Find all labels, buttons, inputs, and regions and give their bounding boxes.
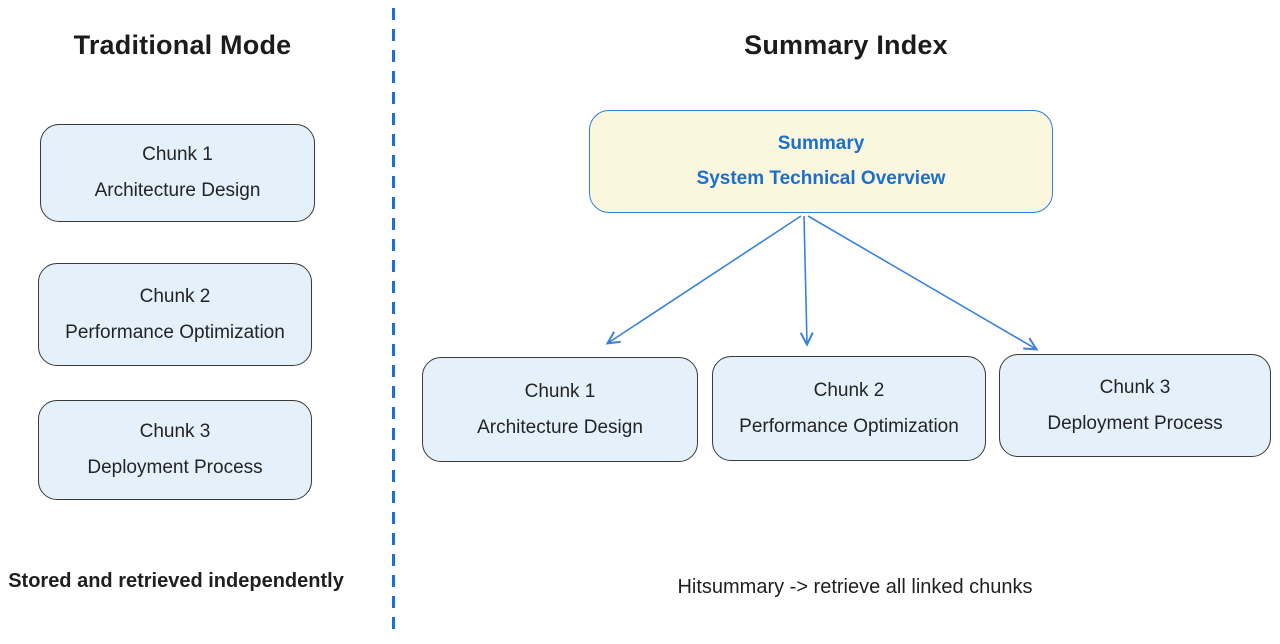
traditional-mode-title: Traditional Mode xyxy=(73,30,292,60)
chunk-title: Chunk 2 xyxy=(139,285,211,307)
chunk-title: Chunk 2 xyxy=(813,379,885,401)
summary-chunk-2-box: Chunk 2 Performance Optimization xyxy=(712,356,986,461)
chunk-subtitle: Deployment Process xyxy=(1047,412,1223,434)
summary-node-title: Summary xyxy=(777,133,865,154)
arrow-to-chunk-1 xyxy=(608,215,802,343)
summary-node-subtitle: System Technical Overview xyxy=(696,168,946,189)
traditional-chunk-2-box: Chunk 2 Performance Optimization xyxy=(38,263,312,366)
summary-node-box: Summary System Technical Overview xyxy=(589,110,1053,213)
chunk-title: Chunk 3 xyxy=(139,421,211,442)
arrow-to-chunk-3 xyxy=(807,215,1036,349)
traditional-mode-caption: Stored and retrieved independently xyxy=(8,570,344,592)
chunk-subtitle: Performance Optimization xyxy=(739,415,959,437)
chunk-subtitle: Deployment Process xyxy=(87,457,263,478)
chunk-subtitle: Performance Optimization xyxy=(65,321,285,343)
chunk-subtitle: Architecture Design xyxy=(94,180,261,201)
summary-chunk-3-box: Chunk 3 Deployment Process xyxy=(999,354,1271,457)
chunk-subtitle: Architecture Design xyxy=(477,416,643,438)
summary-index-caption: Hitsummary -> retrieve all linked chunks xyxy=(677,576,1033,598)
arrow-to-chunk-2 xyxy=(804,215,807,344)
summary-index-title: Summary Index xyxy=(744,30,948,60)
chunk-title: Chunk 1 xyxy=(524,380,596,402)
chunk-title: Chunk 1 xyxy=(142,144,213,165)
summary-chunk-1-box: Chunk 1 Architecture Design xyxy=(422,357,698,462)
chunk-title: Chunk 3 xyxy=(1099,376,1171,398)
traditional-chunk-1-box: Chunk 1 Architecture Design xyxy=(40,124,315,222)
traditional-chunk-3-box: Chunk 3 Deployment Process xyxy=(38,400,312,500)
